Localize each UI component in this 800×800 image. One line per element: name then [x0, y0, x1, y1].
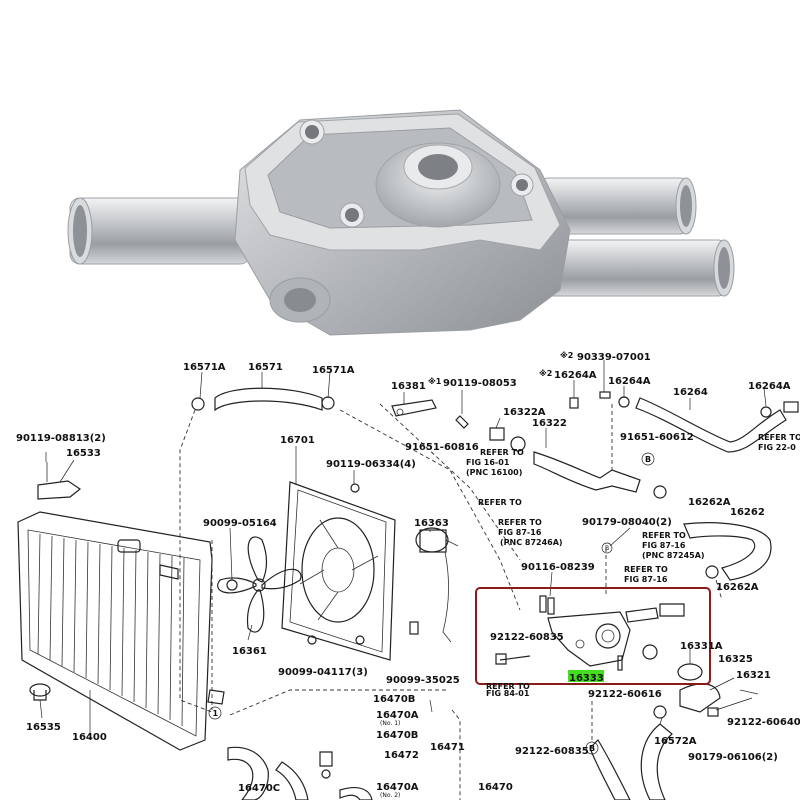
label-92122-60640: 92122-60640: [727, 717, 800, 728]
label-16331a: 16331A: [680, 641, 723, 652]
label-16471: 16471: [430, 742, 465, 753]
label-16322: 16322: [532, 418, 567, 429]
refer4-line2: FIG 87-16: [624, 575, 668, 584]
label-91651-60816: 91651-60816: [405, 442, 479, 453]
refer1-line1: REFER TO: [480, 448, 524, 457]
label-90119-08053: 90119-08053: [443, 378, 517, 389]
label-16470b-1: 16470B: [373, 694, 415, 705]
leader-lines: [39, 360, 767, 740]
refer-notes: REFER TO FIG 16-01 (PNC 16100) REFER TO …: [466, 433, 800, 698]
circled-markers: 1 B B B: [208, 452, 655, 755]
refer6-line1: REFER TO: [486, 682, 530, 691]
dashed-connection-lines: [179, 403, 723, 800]
lower-outlet-parts: [589, 663, 759, 800]
label-no1: (No. 1): [380, 720, 400, 727]
circle-marker-b1: B: [645, 455, 651, 464]
label-star2b: ※2: [539, 368, 552, 378]
hose-16571: [191, 387, 335, 412]
label-16533: 16533: [66, 448, 101, 459]
highlight-box-water-outlet: [475, 587, 711, 685]
refer1-line2: FIG 16-01: [466, 458, 510, 467]
fan-motor-16363: [415, 527, 459, 643]
label-16470: 16470: [478, 782, 513, 793]
label-92122-60835-b: 92122-60835: [515, 746, 589, 757]
label-star1: ※1: [428, 376, 442, 386]
product-photo-thermostat-housing: [67, 109, 735, 336]
refer3-line2: FIG 87-16: [642, 541, 686, 550]
radiator-16400: [17, 511, 225, 751]
label-90339-07001: 90339-07001: [577, 352, 651, 363]
label-16322a: 16322A: [503, 407, 546, 418]
label-16400: 16400: [72, 732, 107, 743]
label-90099-05164: 90099-05164: [203, 518, 277, 529]
label-16321: 16321: [736, 670, 771, 681]
highlight-label-background: [568, 670, 604, 682]
label-16325: 16325: [718, 654, 753, 665]
label-16470b-2: 16470B: [376, 730, 418, 741]
bracket-16533: [37, 462, 82, 500]
label-90119-08813: 90119-08813(2): [16, 433, 106, 444]
fan-16361: [217, 536, 302, 633]
label-16472: 16472: [384, 750, 419, 761]
label-16363: 16363: [414, 518, 449, 529]
label-16264a-2: 16264A: [608, 376, 651, 387]
circle-marker-b2: B: [605, 545, 609, 552]
label-16701: 16701: [280, 435, 315, 446]
refer3-line1: REFER TO: [642, 531, 686, 540]
refer2-line1: REFER TO: [498, 518, 542, 527]
label-90119-06334: 90119-06334(4): [326, 459, 416, 470]
refer4-line1: REFER TO: [624, 565, 668, 574]
label-16572a: 16572A: [654, 736, 697, 747]
hose-16262: [653, 485, 772, 581]
label-16262a-2: 16262A: [716, 582, 759, 593]
fan-shroud-16701: [281, 481, 396, 661]
refer1-line3: (PNC 16100): [466, 468, 522, 477]
label-16262a-1: 16262A: [688, 497, 731, 508]
label-16535: 16535: [26, 722, 61, 733]
label-16264: 16264: [673, 387, 708, 398]
label-16571: 16571: [248, 362, 283, 373]
label-16381: 16381: [391, 381, 426, 392]
label-star2a: ※2: [560, 350, 573, 360]
water-outlet-assembly: [495, 595, 685, 671]
label-16470c: 16470C: [238, 783, 280, 794]
label-90099-35025: 90099-35025: [386, 675, 460, 686]
label-90099-04117: 90099-04117(3): [278, 667, 368, 678]
refer3-line3: (PNC 87245A): [642, 551, 705, 560]
refer2b-line1: REFER TO: [478, 498, 522, 507]
label-90116-08239: 90116-08239: [521, 562, 595, 573]
label-16571a-right: 16571A: [312, 365, 355, 376]
refer2-line3: (PNC 87246A): [500, 538, 563, 547]
refer2-line2: FIG 87-16: [498, 528, 542, 537]
label-92122-60616: 92122-60616: [588, 689, 662, 700]
refer5-line1: REFER TO: [758, 433, 800, 442]
label-16361: 16361: [232, 646, 267, 657]
label-90179-08040: 90179-08040(2): [582, 517, 672, 528]
label-16264a-3: 16264A: [748, 381, 791, 392]
label-16264a-1: 16264A: [554, 370, 597, 381]
label-90179-06106: 90179-06106(2): [688, 752, 778, 763]
label-92122-60835-a: 92122-60835: [490, 632, 564, 643]
label-91651-60612: 91651-60612: [620, 432, 694, 443]
part-labels: 16571A 16571 16571A 16381 ※1 90119-08053…: [16, 350, 800, 799]
label-16470a-2: 16470A: [376, 782, 419, 793]
refer5-line2: FIG 22-0: [758, 443, 796, 452]
circle-marker-1: 1: [213, 709, 219, 718]
pipe-16322: [489, 427, 641, 493]
hoses-16470: [227, 746, 373, 800]
label-no2: (No. 2): [380, 792, 400, 799]
label-16470a: 16470A: [376, 710, 419, 721]
bracket-16381: [391, 399, 469, 429]
label-16262: 16262: [730, 507, 765, 518]
label-16571a-left: 16571A: [183, 362, 226, 373]
label-16333: 16333: [569, 673, 604, 684]
refer6-line2: FIG 84-01: [486, 689, 530, 698]
circle-marker-b3: B: [589, 744, 595, 753]
